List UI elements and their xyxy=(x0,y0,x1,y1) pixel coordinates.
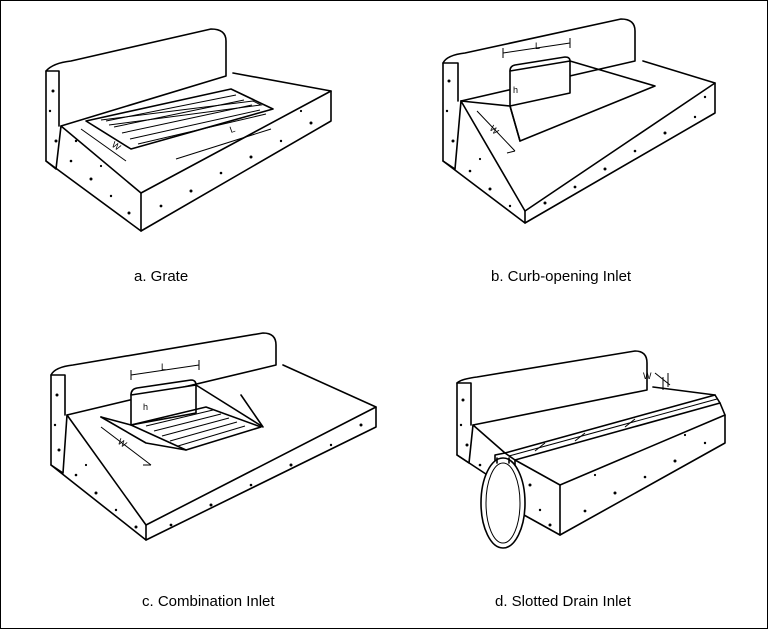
curb-opening xyxy=(460,56,656,142)
concrete-texture xyxy=(459,398,707,527)
curb-opening-inlet-drawing: L h W xyxy=(442,18,716,224)
concrete-texture xyxy=(48,89,313,215)
panel-slotted-drain: W d. Slotted Drain Inlet xyxy=(385,315,768,629)
slot xyxy=(504,394,721,461)
grate xyxy=(85,88,274,150)
dim-l-label: L xyxy=(228,124,236,135)
dim-l-label: L xyxy=(535,41,540,51)
pipe xyxy=(480,457,526,549)
panel-grate: W L a. Grate xyxy=(1,1,385,315)
concrete-texture xyxy=(53,393,363,529)
panel-combination: L h W c. Combination Inlet xyxy=(1,315,385,629)
caption-grate: a. Grate xyxy=(134,268,189,285)
caption-slotted-drain: d. Slotted Drain Inlet xyxy=(495,593,631,610)
caption-curb-opening: b. Curb-opening Inlet xyxy=(491,268,632,285)
dim-h-label: h xyxy=(513,85,518,95)
dim-w-label: W xyxy=(116,436,129,449)
slotted-drain-inlet-drawing: W xyxy=(456,350,726,549)
concrete-texture xyxy=(445,79,707,208)
dim-h-label: h xyxy=(143,402,148,412)
grate xyxy=(100,406,262,451)
caption-combination: c. Combination Inlet xyxy=(142,593,275,610)
curb-opening xyxy=(100,379,264,428)
dim-w-label: W xyxy=(643,371,652,381)
dim-l-label: L xyxy=(161,362,166,372)
panel-curb-opening: L h W b. Curb-opening Inlet xyxy=(385,1,768,315)
grate-inlet-drawing: W L xyxy=(45,28,332,232)
combination-inlet-drawing: L h W xyxy=(50,332,377,541)
